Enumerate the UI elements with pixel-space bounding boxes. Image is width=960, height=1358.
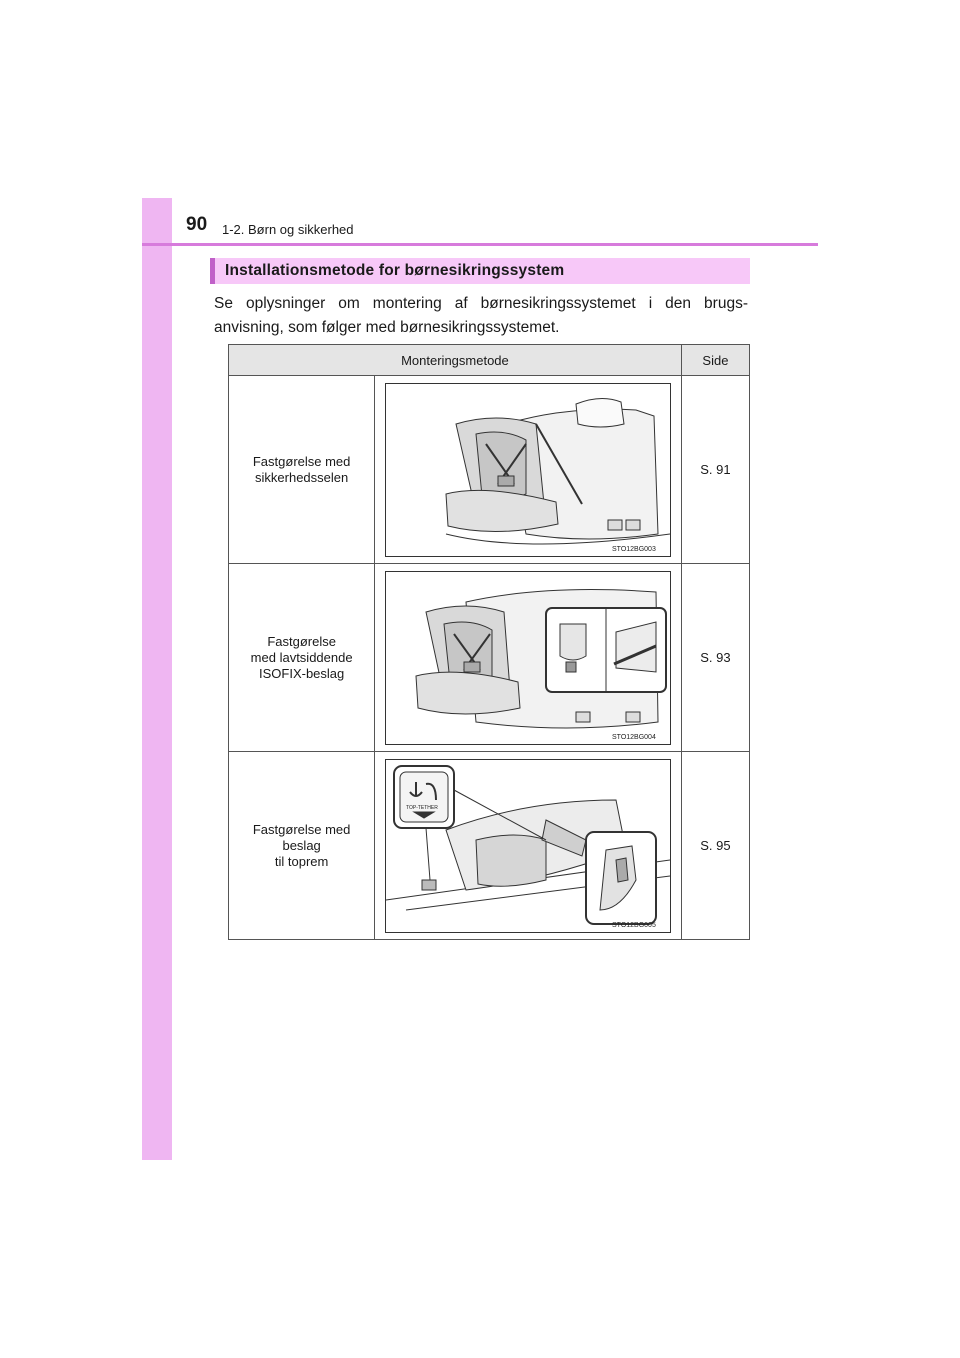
figure-code: STO12BG005 <box>612 922 656 929</box>
method-label-cell: Fastgørelse med lavtsiddende ISOFIX-besl… <box>227 563 376 752</box>
page-ref-cell: S. 93 <box>680 563 751 752</box>
figure-code: STO12BG004 <box>612 734 656 741</box>
table-header-row: Monteringsmetode Side <box>228 344 751 376</box>
method-figure-cell: STO12BG004 <box>374 563 682 752</box>
method-label-cell: Fastgørelse med beslag til toprem <box>227 751 376 940</box>
seatbelt-child-seat-illustration: STO12BG003 <box>385 382 672 557</box>
table-row: Fastgørelse med beslag til toprem <box>227 751 751 940</box>
table-row: Fastgørelse med sikkerhedsselen <box>227 375 751 564</box>
method-label-cell: Fastgørelse med sikkerhedsselen <box>227 375 376 564</box>
page-ref-cell: S. 91 <box>680 375 751 564</box>
header-rule <box>142 243 818 246</box>
side-tab-bar <box>142 198 172 1160</box>
table-row: Fastgørelse med lavtsiddende ISOFIX-besl… <box>227 563 751 752</box>
header-page: Side <box>680 344 751 376</box>
method-label: Fastgørelse med sikkerhedsselen <box>252 453 351 485</box>
figure-code: STO12BG003 <box>612 546 656 553</box>
installation-methods-table: Monteringsmetode Side Fastgørelse med si… <box>227 344 751 940</box>
header-method: Monteringsmetode <box>228 344 682 376</box>
page-ref: S. 91 <box>700 462 731 477</box>
isofix-child-seat-illustration: STO12BG004 <box>385 570 672 745</box>
top-tether-badge-label: TOP-TETHER <box>406 805 438 811</box>
page-ref: S. 95 <box>700 838 731 853</box>
intro-paragraph: Se oplysninger om montering af børnesikr… <box>214 295 748 336</box>
page-ref-cell: S. 95 <box>680 751 751 940</box>
method-label: Fastgørelse med beslag til toprem <box>252 821 351 869</box>
method-label: Fastgørelse med lavtsiddende ISOFIX-besl… <box>250 633 353 681</box>
page-ref: S. 93 <box>700 650 731 665</box>
top-tether-illustration: TOP-TETHER STO12BG005 <box>385 758 672 933</box>
chapter-title: 1-2. Børn og sikkerhed <box>222 222 354 237</box>
method-figure-cell: STO12BG003 <box>374 375 682 564</box>
page-number: 90 <box>186 214 208 235</box>
method-figure-cell: TOP-TETHER STO12BG005 <box>374 751 682 940</box>
section-title: Installationsmetode for børnesikringssys… <box>210 258 750 284</box>
